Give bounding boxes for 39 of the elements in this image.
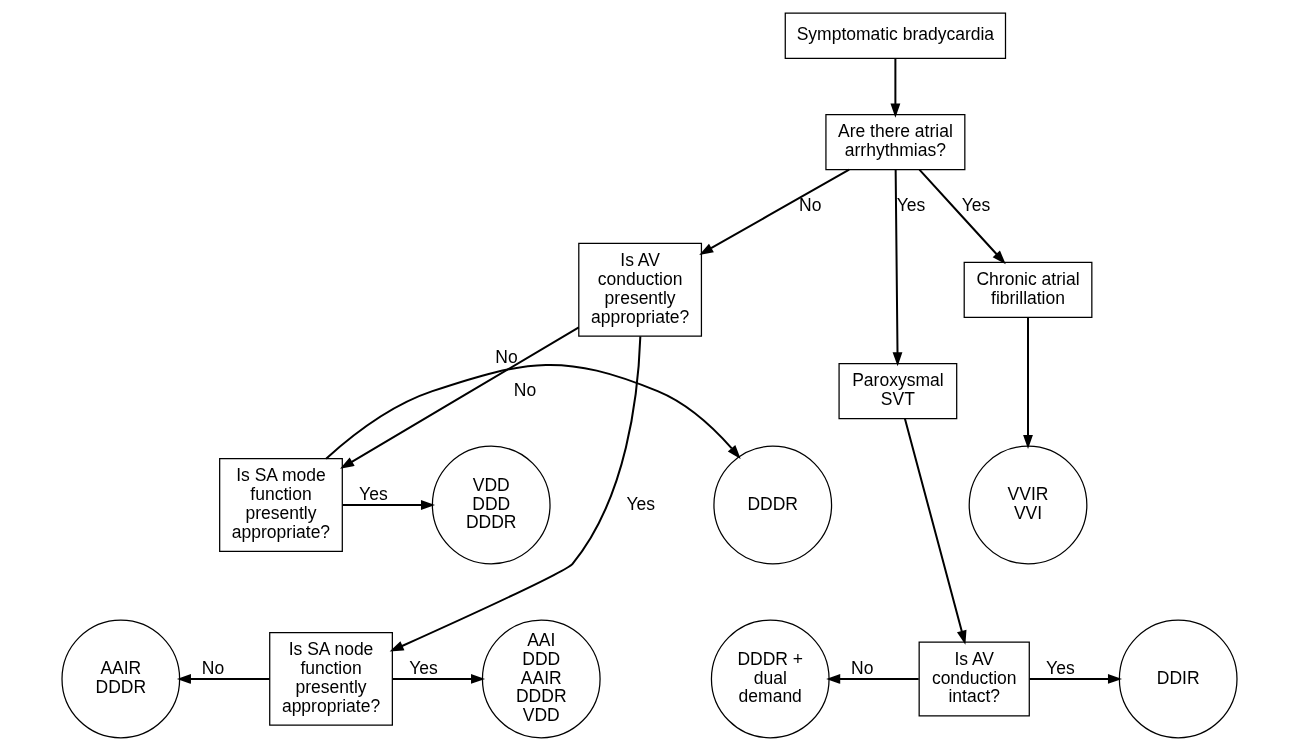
node-box: Is AV conduction intact? [918, 641, 1030, 717]
node-circle: AAIR DDDR [60, 619, 180, 739]
node-box: Symptomatic bradycardia [784, 12, 1006, 59]
arrow [176, 674, 271, 684]
arrow [698, 168, 850, 255]
arrow [889, 57, 900, 118]
arrow [389, 335, 641, 652]
arrow [339, 326, 580, 469]
edge-label: No [494, 346, 518, 367]
node-circle: VVIR VVI [968, 445, 1087, 565]
node-circle: DDIR [1118, 619, 1238, 739]
node-box: Are there atrial arrhythmias? [824, 113, 965, 171]
node-circle: DDDR + dual demand [710, 619, 830, 739]
edge-label: No [798, 195, 821, 216]
edge-label: Yes [961, 195, 990, 216]
arrow [391, 674, 485, 684]
node-box: Paroxysmal SVT [837, 363, 957, 420]
arrow [892, 168, 902, 367]
node-box: Chronic atrial fibrillation [963, 261, 1092, 318]
arrow [341, 500, 435, 510]
edge-label: No [850, 658, 873, 679]
edge-label: Yes [625, 493, 655, 514]
arrow [917, 168, 1006, 265]
node-circle: AAI DDD AAIR DDDR VDD [481, 619, 601, 739]
node-box: Is AV conduction presently appropriate? [577, 242, 702, 337]
node-box: Is SA mode function presently appropriate? [218, 458, 343, 552]
node-box: Is SA node function presently appropriate? [268, 632, 393, 726]
edge-label: Yes [896, 195, 925, 216]
node-circle: VDD DDD DDDR [431, 445, 551, 565]
arrow [1022, 316, 1033, 450]
edge-label: No [513, 379, 536, 400]
edge-label: Yes [1045, 658, 1075, 679]
edge-label: Yes [408, 658, 438, 679]
edge-label: No [201, 658, 224, 679]
arrow [1028, 674, 1122, 684]
arrow [324, 364, 741, 460]
edge-label: Yes [358, 484, 388, 505]
arrow [903, 417, 966, 645]
arrow [825, 674, 920, 684]
